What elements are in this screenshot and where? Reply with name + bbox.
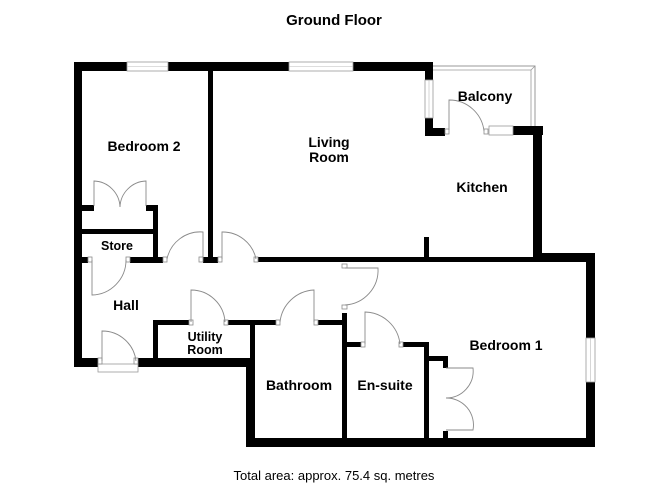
room-label-store: Store bbox=[101, 239, 133, 253]
total-area-caption: Total area: approx. 75.4 sq. metres bbox=[233, 468, 435, 483]
room-label-en-suite: En-suite bbox=[357, 377, 413, 393]
room-label-utility-line1: Utility bbox=[187, 330, 223, 344]
room-label-living-room-line2: Room bbox=[309, 149, 349, 165]
outer-walls bbox=[74, 62, 595, 447]
room-label-living-room-line1: Living bbox=[308, 134, 350, 150]
door-swings bbox=[87, 99, 489, 431]
front-door-threshold bbox=[97, 363, 139, 373]
room-label-bathroom: Bathroom bbox=[265, 377, 333, 393]
room-label-bedroom-1: Bedroom 1 bbox=[469, 337, 543, 353]
balcony-outline bbox=[433, 65, 536, 126]
room-label-bedroom-2: Bedroom 2 bbox=[107, 138, 181, 154]
floor-title: Ground Floor bbox=[286, 12, 382, 29]
room-label-balcony: Balcony bbox=[457, 88, 513, 104]
inner-walls bbox=[82, 62, 593, 445]
window-kitchen bbox=[488, 125, 514, 136]
room-label-hall: Hall bbox=[113, 297, 139, 313]
windows bbox=[97, 61, 596, 383]
room-label-kitchen: Kitchen bbox=[456, 179, 508, 195]
room-label-utility-line2: Room bbox=[187, 343, 223, 357]
